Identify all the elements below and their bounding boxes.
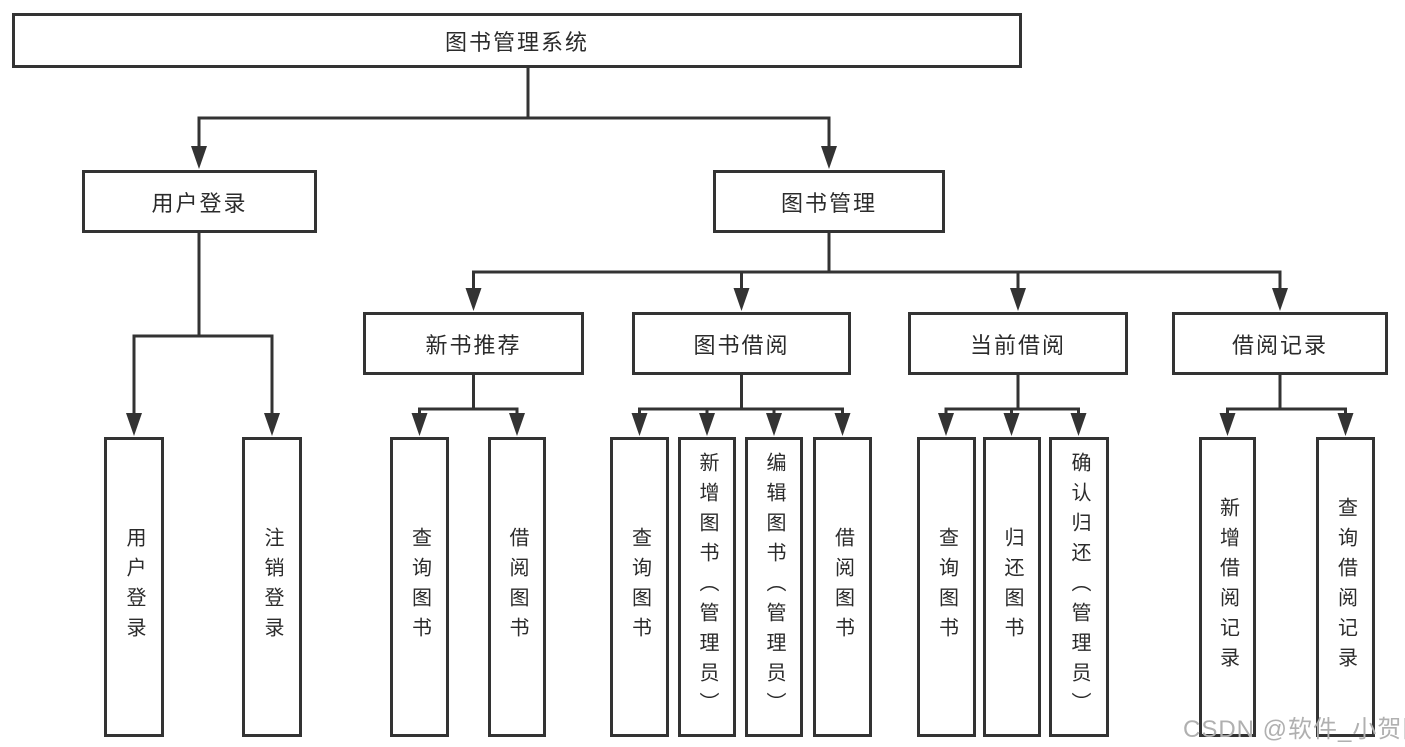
leaf-query-books-1-label: 查询图书 — [408, 527, 431, 647]
node-root: 图书管理系统 — [12, 13, 1022, 68]
arrow-down-icon — [834, 413, 851, 436]
connector-root-to-level2 — [197, 67, 831, 148]
arrow-down-icon — [465, 288, 482, 311]
leaf-user-login: 用户登录 — [104, 437, 164, 737]
node-current-borrow: 当前借阅 — [908, 312, 1128, 375]
arrow-down-icon — [191, 146, 207, 169]
arrow-down-icon — [1070, 413, 1087, 436]
leaf-confirm-return-admin-label: 确认归还（管理员） — [1068, 452, 1090, 722]
arrow-down-icon — [821, 146, 837, 169]
node-book-management: 图书管理 — [713, 170, 945, 233]
leaf-borrow-books-2: 借阅图书 — [813, 437, 872, 737]
leaf-logout: 注销登录 — [242, 437, 302, 737]
leaf-user-login-label: 用户登录 — [123, 527, 145, 647]
connector-current-borrow-to-leaves — [944, 375, 1080, 415]
leaf-query-books-3: 查询图书 — [917, 437, 976, 737]
leaf-edit-book-admin: 编辑图书（管理员） — [745, 437, 803, 737]
node-borrow-records: 借阅记录 — [1172, 312, 1388, 375]
leaf-add-book-admin: 新增图书（管理员） — [678, 437, 736, 737]
leaf-borrow-books-1: 借阅图书 — [488, 437, 546, 737]
arrow-down-icon — [1219, 413, 1236, 436]
leaf-return-book: 归还图书 — [983, 437, 1041, 737]
leaf-add-book-admin-label: 新增图书（管理员） — [696, 452, 718, 722]
arrow-down-icon — [1337, 413, 1354, 436]
node-book-management-label: 图书管理 — [780, 190, 877, 216]
leaf-query-books-1: 查询图书 — [390, 437, 449, 737]
leaf-add-borrow-record: 新增借阅记录 — [1199, 437, 1256, 737]
arrow-down-icon — [509, 413, 525, 436]
arrow-down-icon — [938, 413, 954, 436]
leaf-return-book-label: 归还图书 — [1001, 527, 1023, 647]
leaf-add-borrow-record-label: 新增借阅记录 — [1216, 497, 1239, 677]
leaf-query-borrow-record-label: 查询借阅记录 — [1334, 497, 1357, 677]
leaf-logout-label: 注销登录 — [261, 527, 283, 647]
connector-book-management-to-level3 — [472, 233, 1282, 290]
node-user-login: 用户登录 — [82, 170, 317, 233]
arrow-down-icon — [1010, 288, 1026, 311]
connector-new-book-recommend-to-leaves — [418, 375, 519, 415]
arrow-down-icon — [411, 413, 428, 436]
node-current-borrow-label: 当前借阅 — [969, 332, 1066, 358]
leaf-query-books-2-label: 查询图书 — [628, 527, 651, 647]
arrow-down-icon — [1272, 288, 1288, 311]
leaf-query-books-3-label: 查询图书 — [935, 527, 958, 647]
arrow-down-icon — [1003, 413, 1020, 436]
arrow-down-icon — [126, 413, 142, 436]
node-book-borrow-label: 图书借阅 — [693, 332, 790, 358]
arrow-down-icon — [766, 413, 782, 436]
connector-stems — [132, 67, 1347, 415]
arrow-down-icon — [631, 413, 648, 436]
node-new-book-recommend-label: 新书推荐 — [425, 332, 522, 358]
node-book-borrow: 图书借阅 — [632, 312, 851, 375]
connector-user-login-to-leaves — [132, 233, 274, 415]
arrow-down-icon — [733, 288, 750, 311]
leaf-borrow-books-2-label: 借阅图书 — [831, 527, 854, 647]
node-new-book-recommend: 新书推荐 — [363, 312, 584, 375]
csdn-watermark: CSDN @软件_小贺同学 — [1183, 716, 1405, 743]
node-borrow-records-label: 借阅记录 — [1231, 332, 1328, 358]
node-root-label: 图书管理系统 — [444, 29, 589, 55]
leaf-borrow-books-1-label: 借阅图书 — [506, 527, 528, 647]
leaf-query-borrow-record: 查询借阅记录 — [1316, 437, 1375, 737]
leaf-query-books-2: 查询图书 — [610, 437, 669, 737]
node-user-login-label: 用户登录 — [151, 190, 248, 216]
arrow-down-icon — [264, 413, 280, 436]
connector-book-borrow-to-leaves — [638, 375, 844, 415]
leaf-edit-book-admin-label: 编辑图书（管理员） — [763, 452, 785, 722]
connector-borrow-records-to-leaves — [1226, 375, 1347, 415]
arrow-down-icon — [699, 413, 715, 436]
arrowheads — [126, 146, 1354, 436]
leaf-confirm-return-admin: 确认归还（管理员） — [1049, 437, 1109, 737]
